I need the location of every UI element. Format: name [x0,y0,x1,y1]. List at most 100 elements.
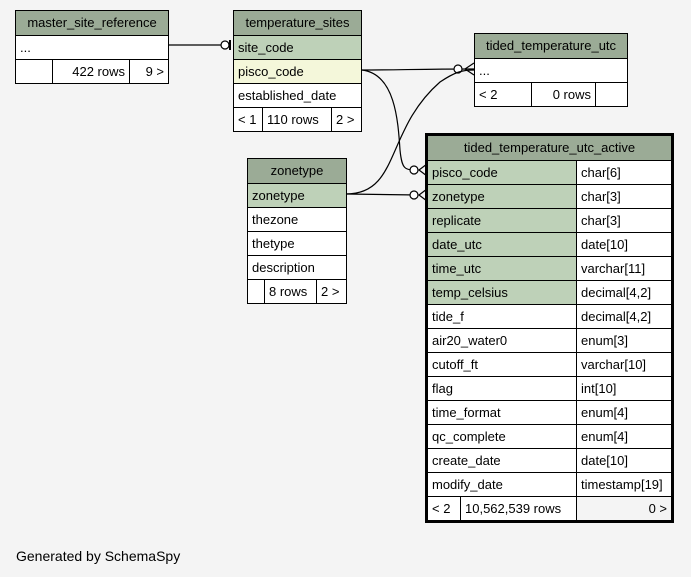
table-footer: < 1 110 rows 2 > [234,107,361,131]
children-link[interactable]: 2 > [316,280,346,303]
parents-link[interactable]: < 1 [238,112,257,127]
column-type: decimal[4,2] [576,305,671,328]
column-site-code[interactable]: site_code [234,35,361,59]
column-pisco-code[interactable]: pisco_code [234,59,361,83]
column-air20-water0[interactable]: air20_water0 enum[3] [428,328,671,352]
column-zonetype[interactable]: zonetype char[3] [428,184,671,208]
column-type: char[6] [576,161,671,184]
column-type: int[10] [576,377,671,400]
edge-zonetype-to-active [345,193,419,196]
column-established-date[interactable]: established_date [234,83,361,107]
column-name: time_format [432,405,501,420]
row-count: 0 rows [531,83,595,106]
column-name: flag [432,381,453,396]
column-type: char[3] [576,185,671,208]
table-header[interactable]: tided_temperature_utc [475,34,627,58]
column-name: date_utc [432,237,482,252]
column-name: zonetype [432,189,485,204]
column-qc-complete[interactable]: qc_complete enum[4] [428,424,671,448]
column-name: time_utc [432,261,482,276]
column-name: air20_water0 [432,333,508,348]
column-name: modify_date [432,477,503,492]
edge-crowfoot [418,163,428,177]
column-name: replicate [432,213,482,228]
table-tided-temperature-utc[interactable]: tided_temperature_utc ... < 2 0 rows [474,33,628,107]
children-link[interactable]: 0 > [576,497,671,520]
column-type: enum[3] [576,329,671,352]
column-date-utc[interactable]: date_utc date[10] [428,232,671,256]
table-master-site-reference[interactable]: master_site_reference ... 422 rows 9 > [15,10,169,84]
edge-zero-marker [409,165,419,175]
column-type: varchar[10] [576,353,671,376]
column-pisco-code[interactable]: pisco_code char[6] [428,160,671,184]
table-header[interactable]: tided_temperature_utc_active [428,136,671,160]
column-description[interactable]: description [248,255,346,279]
table-name: tided_temperature_utc [485,38,617,53]
ellipsis-row: ... [20,40,31,55]
table-footer: < 2 0 rows [475,82,627,106]
edge-crowfoot [418,188,428,202]
generated-by-footer: Generated by SchemaSpy [16,548,181,564]
column-thezone[interactable]: thezone [248,207,346,231]
column-create-date[interactable]: create_date date[10] [428,448,671,472]
edge-pisco-to-active [361,69,419,171]
column-zonetype[interactable]: zonetype [248,183,346,207]
column-time-utc[interactable]: time_utc varchar[11] [428,256,671,280]
table-header[interactable]: zonetype [248,159,346,183]
table-footer: 8 rows 2 > [248,279,346,303]
column-type: date[10] [576,449,671,472]
column-type: date[10] [576,233,671,256]
row-count: 422 rows [52,60,129,83]
edge-zero-marker [220,40,230,50]
column-time-format[interactable]: time_format enum[4] [428,400,671,424]
column-replicate[interactable]: replicate char[3] [428,208,671,232]
table-name: temperature_sites [245,15,350,30]
column-name: temp_celsius [432,285,508,300]
edge-zero-marker [453,64,463,74]
children-link[interactable]: 2 > [331,108,361,131]
parents-link[interactable]: < 2 [479,87,498,102]
column-type: char[3] [576,209,671,232]
table-footer: 422 rows 9 > [16,59,168,83]
row-count: 10,562,539 rows [460,497,576,520]
column-type: enum[4] [576,401,671,424]
column-type: enum[4] [576,425,671,448]
table-temperature-sites[interactable]: temperature_sites site_code pisco_code e… [233,10,362,132]
column-type: varchar[11] [576,257,671,280]
column-flag[interactable]: flag int[10] [428,376,671,400]
parents-cell [16,60,52,83]
column-tide-f[interactable]: tide_f decimal[4,2] [428,304,671,328]
row-count: 110 rows [262,108,331,131]
column-thetype[interactable]: thetype [248,231,346,255]
table-footer: < 2 10,562,539 rows 0 > [428,496,671,520]
edge-zonetype-to-tided [345,69,475,195]
edge-zero-marker [409,190,419,200]
table-name: zonetype [270,163,324,178]
table-name: master_site_reference [27,15,157,30]
column-name: pisco_code [432,165,498,180]
table-name: tided_temperature_utc_active [463,140,636,155]
parents-cell [248,280,264,303]
ellipsis-row: ... [479,63,490,78]
table-header[interactable]: master_site_reference [16,11,168,35]
column-modify-date[interactable]: modify_date timestamp[19] [428,472,671,496]
edge-crowfoot [463,62,475,76]
column-name: cutoff_ft [432,357,479,372]
table-row: ... [16,35,168,59]
column-type: decimal[4,2] [576,281,671,304]
column-cutoff-ft[interactable]: cutoff_ft varchar[10] [428,352,671,376]
table-zonetype[interactable]: zonetype zonetype thezone thetype descri… [247,158,347,304]
column-name: create_date [432,453,501,468]
column-name: qc_complete [432,429,506,444]
column-temp-celsius[interactable]: temp_celsius decimal[4,2] [428,280,671,304]
column-type: timestamp[19] [576,473,671,496]
children-cell [595,83,627,106]
row-count: 8 rows [264,280,316,303]
table-row: ... [475,58,627,82]
children-link[interactable]: 9 > [129,60,168,83]
column-name: tide_f [432,309,464,324]
table-header[interactable]: temperature_sites [234,11,361,35]
parents-link[interactable]: < 2 [432,501,451,516]
